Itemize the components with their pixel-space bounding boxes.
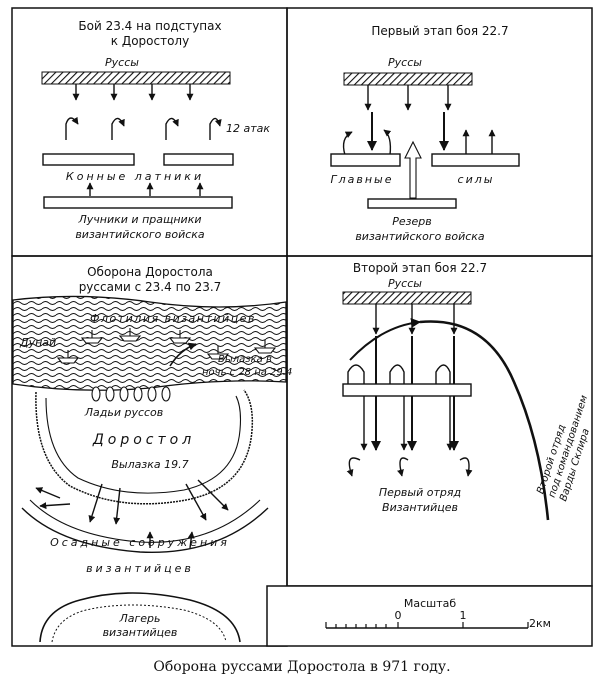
sortie-night-arrow (169, 342, 197, 367)
tl-attack-label: 12 атак (226, 122, 270, 135)
scale-tick-2: 2км (529, 617, 551, 630)
tr-main-forces-right-label: силы (458, 173, 495, 186)
frame-scale (266, 585, 593, 647)
tr-rus-bar (343, 72, 473, 86)
siege-works-outer (21, 507, 269, 554)
flotilla-label: Флотилия византийцев (90, 312, 256, 325)
siege-label-line1: Осадные сооружения (50, 536, 230, 549)
tl-rus-bar (41, 71, 231, 85)
br-rus-bar (342, 291, 472, 305)
tl-rus-label: Руссы (105, 56, 139, 69)
camp-label-line1: Лагерь (118, 612, 160, 625)
tr-main-forces-left (330, 153, 401, 167)
scale-title: Масштаб (404, 597, 456, 610)
flotilla-boat (253, 340, 277, 354)
siege-label-line2: византийцев (86, 562, 194, 575)
flotilla-boat (80, 330, 104, 344)
flotilla-boat (206, 346, 230, 360)
scale-tick-0: 0 (395, 609, 402, 622)
br-first-line1: Первый отряд (379, 486, 461, 499)
sortie-night-line2: ночь с 28 на 29.4 (202, 367, 292, 378)
byzantine-camp (39, 592, 241, 643)
siege-works-inner (29, 499, 261, 543)
bl-title-line1: Оборона Доростола (87, 265, 213, 279)
frame-top-right (286, 7, 593, 257)
boats-label: Ладьи руссов (84, 406, 164, 419)
tl-archers-line1: Лучники и пращники (78, 213, 202, 226)
rus-boat (91, 386, 101, 402)
panel-bottom-right: Второй этап боя 22.7 Руссы Первый отряд … (342, 261, 592, 521)
br-title: Второй этап боя 22.7 (353, 261, 487, 275)
tr-reserve-line1: Резерв (392, 215, 431, 228)
sortie-main-label: Вылазка 19.7 (111, 458, 188, 471)
tl-archers-line2: византийского войска (75, 228, 205, 241)
tl-title-line2: к Доростолу (111, 34, 189, 48)
flotilla-boat (56, 350, 80, 364)
city-wall-inner (45, 395, 242, 494)
tr-main-forces-left-label: Главные (330, 173, 393, 186)
br-first-line2: Византийцев (382, 501, 458, 514)
br-rus-label: Руссы (388, 277, 422, 290)
rus-boat (105, 386, 115, 402)
panel-top-right: Первый этап боя 22.7 Руссы Главные силы … (330, 24, 520, 243)
br-first-detachment-bar (342, 383, 472, 397)
panel-bottom-left: Оборона Доростола руссами с 23.4 по 23.7… (12, 265, 292, 643)
city-wall (35, 389, 254, 505)
rus-boat (133, 386, 143, 402)
tl-cavalry-label: Конные латники (66, 170, 204, 183)
figure-caption: Оборона руссами Доростола в 971 году. (153, 659, 450, 675)
scale-tick-1: 1 (460, 609, 467, 622)
sortie-night-line1: Вылазка в (218, 354, 272, 365)
river-label: Дунай (19, 336, 56, 349)
tr-reserve-line2: византийского войска (355, 230, 485, 243)
tr-reserve-bar (367, 198, 457, 209)
flotilla-boat (168, 330, 192, 344)
tr-reserve-arrow (404, 140, 422, 199)
city-label: Доростол (92, 432, 195, 448)
scale-bar-group: Масштаб 0 1 2км (325, 597, 551, 630)
frame-bottom-right (286, 255, 593, 587)
tl-title-line1: Бой 23.4 на подступах (78, 19, 221, 33)
rus-boat (147, 386, 157, 402)
bl-title-line2: руссами с 23.4 по 23.7 (79, 280, 222, 294)
flotilla-boat (118, 328, 142, 342)
tr-rus-label: Руссы (388, 56, 422, 69)
camp-label-line2: византийцев (103, 626, 178, 639)
tr-title: Первый этап боя 22.7 (371, 24, 508, 38)
rus-boat (119, 386, 129, 402)
tl-cavalry-right (163, 153, 234, 166)
tr-main-forces-right (431, 153, 520, 167)
byzantine-camp-inner (51, 604, 227, 643)
tl-archers-bar (43, 196, 233, 209)
tl-cavalry-left (42, 153, 135, 166)
rus-boat (161, 386, 171, 402)
panel-top-left: Бой 23.4 на подступах к Доростолу Руссы … (41, 19, 270, 241)
